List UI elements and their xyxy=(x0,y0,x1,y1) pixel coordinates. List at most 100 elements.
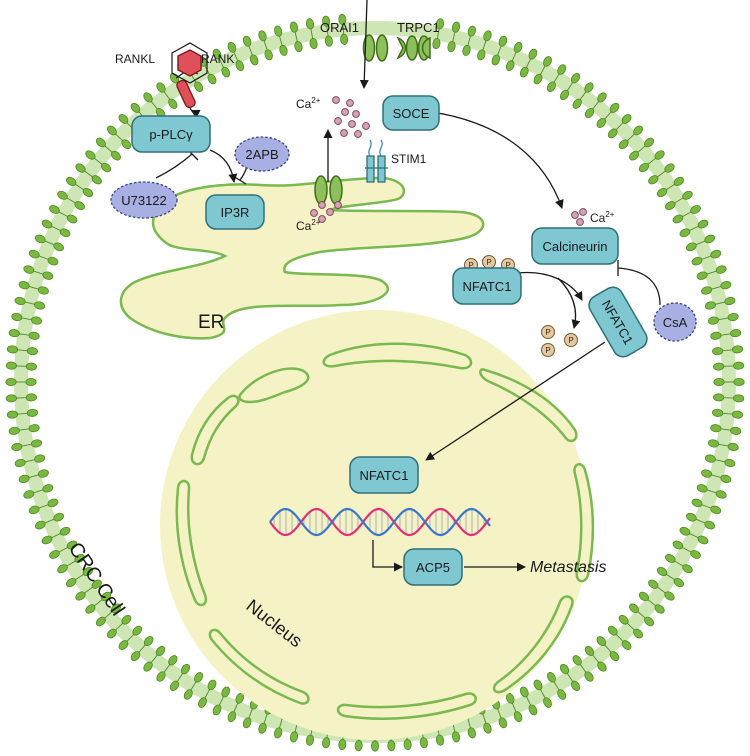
calcium-label-calcineurin: Ca2+ xyxy=(590,210,615,225)
lipid-tail xyxy=(84,170,93,178)
calcium-ion xyxy=(332,96,340,104)
lipid-tail xyxy=(75,183,84,191)
calcium-ion xyxy=(326,208,334,216)
phosphate-circle xyxy=(541,343,555,357)
lipid-tail xyxy=(310,28,314,39)
orai1-channel xyxy=(362,34,389,62)
lipid-tail xyxy=(44,518,55,524)
lipid-tail xyxy=(682,211,692,218)
lipid-head xyxy=(370,740,379,752)
calcium-ion xyxy=(352,110,360,118)
lipid-tail xyxy=(720,333,731,336)
lipid-tail xyxy=(51,225,61,231)
lipid-tail xyxy=(190,681,197,691)
lipid-tail xyxy=(204,689,211,699)
lipid-tail xyxy=(17,412,28,415)
lipid-tail xyxy=(682,546,692,553)
calcium-ions xyxy=(310,96,587,226)
dna-to-acp5-arrow xyxy=(372,540,403,572)
calcineurin-label: Calcineurin xyxy=(542,239,607,254)
lipid-tail xyxy=(21,443,32,447)
calcium-label-er: Ca2+ xyxy=(296,218,321,233)
lipid-tail xyxy=(604,644,612,653)
lipid-tail xyxy=(24,459,35,463)
lipid-tail xyxy=(452,31,456,42)
phosphate-label: P xyxy=(468,261,473,270)
lipid-tail xyxy=(94,599,103,607)
calcium-ion xyxy=(334,201,342,209)
calcium-ion xyxy=(579,208,587,216)
lipid-tail xyxy=(248,708,253,719)
lipid-tail xyxy=(689,225,699,231)
stim1-label: STIM1 xyxy=(391,152,427,166)
csa-inhibitor: CsA xyxy=(653,302,697,342)
phosphate-circle xyxy=(541,325,555,339)
lipid-head xyxy=(5,394,17,403)
nfatc1-phosphorylated-label: NFATC1 xyxy=(463,279,512,294)
lipid-tail xyxy=(674,560,684,567)
lipid-tail xyxy=(722,412,733,415)
lipid-tail xyxy=(33,270,44,275)
lipid-tail xyxy=(722,349,733,352)
lipid-tail xyxy=(695,240,706,246)
apb2-label: 2APB xyxy=(245,147,278,162)
lipid-tail xyxy=(553,681,560,691)
lipid-tail xyxy=(647,157,656,165)
lipid-tail xyxy=(666,573,675,581)
lipid-tail xyxy=(706,489,717,494)
calcium-label-top: Ca2+ xyxy=(296,96,321,111)
nucleus-organelle xyxy=(160,310,595,740)
soce-to-calcineurin-arrow xyxy=(437,112,564,209)
plcg-box: p-PLCγ xyxy=(131,115,211,153)
soce-label: SOCE xyxy=(393,106,430,121)
nfatc1-nuclear-box: NFATC1 xyxy=(349,456,419,494)
stim1-protein xyxy=(365,139,388,183)
lipid-tail xyxy=(233,51,239,62)
lipid-head xyxy=(25,393,37,402)
calcium-ion xyxy=(576,218,584,226)
lipid-tail xyxy=(647,599,656,607)
lipid-tail xyxy=(701,255,712,260)
lipid-tail xyxy=(604,111,612,120)
lipid-tail xyxy=(637,611,646,619)
lipid-head xyxy=(733,394,745,403)
lipid-tail xyxy=(720,428,731,431)
lipid-tail xyxy=(94,157,103,165)
calcium-ion xyxy=(318,201,326,209)
csa-label: CsA xyxy=(663,315,688,330)
lipid-tail xyxy=(657,586,666,594)
nfatc1-nuclear-import-arrow xyxy=(425,341,606,461)
lipid-tail xyxy=(104,145,113,153)
lipid-tail xyxy=(592,101,600,110)
lipid-tail xyxy=(674,197,684,204)
lipid-tail xyxy=(19,333,30,336)
rankl-label: RANKL xyxy=(115,52,155,66)
lipid-tail xyxy=(233,702,239,713)
lipid-tail xyxy=(163,91,171,100)
calcium-ion xyxy=(340,129,348,137)
lipid-head xyxy=(5,361,17,370)
lipid-tail xyxy=(706,270,717,275)
lipid-tail xyxy=(163,664,171,673)
lipid-tail xyxy=(637,145,646,153)
lipid-head xyxy=(5,378,17,387)
er-label: ER xyxy=(198,312,224,333)
inhibition-lines xyxy=(155,147,661,306)
lipid-tail xyxy=(701,504,712,509)
lipid-tail xyxy=(104,611,113,619)
lipid-tail xyxy=(75,573,84,581)
lipid-tail xyxy=(342,24,345,35)
lipid-tail xyxy=(592,654,600,663)
phosphate-label: P xyxy=(568,336,573,345)
lipid-head xyxy=(25,362,37,371)
lipid-tail xyxy=(715,459,726,463)
lipid-tail xyxy=(553,73,560,83)
rankl-ligand-icon xyxy=(171,42,208,84)
nfatc1-nuclear-label: NFATC1 xyxy=(360,468,409,483)
phosphate-label: P xyxy=(545,346,550,355)
lipid-tail xyxy=(115,133,124,142)
lipid-tail xyxy=(497,708,502,719)
lipid-tail xyxy=(467,718,471,729)
nfatc1-dephosphorylation-arrow xyxy=(517,271,583,301)
lipid-head xyxy=(354,740,363,752)
